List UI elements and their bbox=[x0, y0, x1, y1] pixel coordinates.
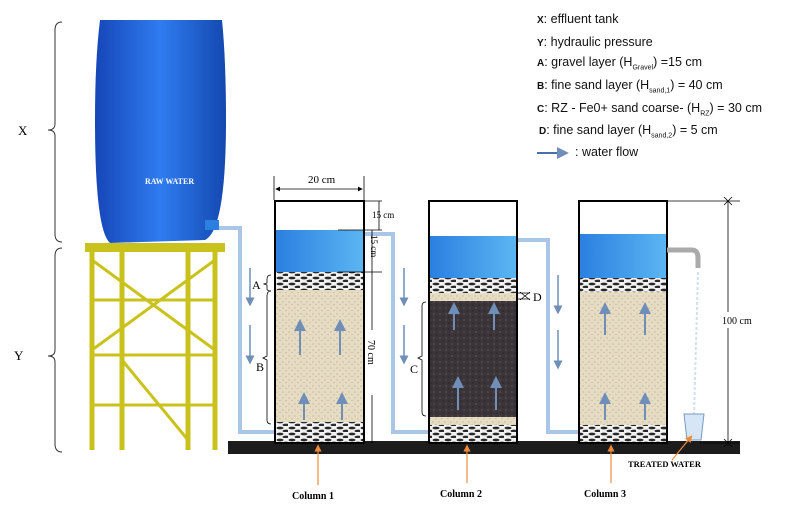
legend-text: : gravel layer (H bbox=[544, 55, 633, 69]
legend-key: Y bbox=[537, 38, 544, 49]
width-dimension-label: 20 cm bbox=[308, 174, 336, 186]
legend-text: : water flow bbox=[575, 145, 639, 159]
legend-sub: sand,2 bbox=[651, 132, 673, 140]
connecting-pipes bbox=[219, 226, 578, 434]
layer-label-a: A bbox=[252, 278, 261, 292]
column-pointer-arrows bbox=[314, 435, 693, 485]
layer-label-c: C bbox=[410, 362, 418, 376]
legend-item: : water flow bbox=[575, 145, 638, 159]
outlet-faucet bbox=[667, 247, 701, 268]
bed-height-dimension-label: 70 cm bbox=[365, 340, 376, 365]
layer-label-d: D bbox=[533, 290, 542, 304]
treated-water-label: TREATED WATER bbox=[628, 459, 702, 469]
water-head-dimension-label: 15 cm bbox=[369, 235, 379, 257]
legend-tail: ) =15 cm bbox=[653, 55, 703, 69]
tank-label: RAW WATER bbox=[145, 177, 194, 186]
column-2 bbox=[428, 200, 518, 444]
legend-sub: Gravel bbox=[632, 64, 654, 72]
legend-sub: RZ bbox=[700, 110, 710, 118]
legend-sub: sand,1 bbox=[649, 87, 671, 95]
legend-item: X: effluent tank bbox=[537, 12, 619, 26]
legend-tail: ) = 5 cm bbox=[672, 123, 718, 137]
flow-arrows-up bbox=[294, 302, 651, 420]
legend-text: : fine sand layer (H bbox=[544, 78, 650, 92]
tank-stand bbox=[85, 243, 225, 450]
legend-text: : effluent tank bbox=[543, 12, 619, 26]
legend-text: : fine sand layer (H bbox=[546, 123, 652, 137]
total-height-dimension-label: 100 cm bbox=[722, 316, 752, 327]
column-1-label: Column 1 bbox=[292, 491, 334, 502]
brace-x bbox=[47, 21, 63, 243]
tank-outlet-valve bbox=[205, 220, 219, 230]
legend-text: : hydraulic pressure bbox=[543, 35, 653, 49]
flow-arrows-down bbox=[245, 268, 563, 370]
legend-tail: ) = 30 cm bbox=[709, 101, 762, 115]
legend-key: D bbox=[539, 126, 547, 137]
layer-label-b: B bbox=[256, 360, 264, 374]
brace-y-label: Y bbox=[14, 348, 24, 363]
collection-glass bbox=[683, 413, 705, 441]
legend-key: X bbox=[537, 15, 544, 26]
column-3-label: Column 3 bbox=[584, 489, 626, 500]
legend-key: B bbox=[537, 81, 545, 92]
brace-x-label: X bbox=[18, 123, 28, 138]
legend-item: C: RZ - Fe0+ sand coarse- (HRZ) = 30 cm bbox=[537, 101, 762, 118]
legend-text: : RZ - Fe0+ sand coarse- (H bbox=[544, 101, 701, 115]
legend-item: D: fine sand layer (Hsand,2) = 5 cm bbox=[539, 123, 718, 140]
legend-item: A: gravel layer (HGravel) =15 cm bbox=[537, 55, 702, 72]
legend-key: A bbox=[537, 58, 545, 69]
treated-water-stream bbox=[693, 271, 699, 416]
column-1 bbox=[274, 200, 365, 444]
brace-y bbox=[47, 247, 63, 453]
column-3 bbox=[578, 200, 668, 444]
dimension-lines bbox=[262, 176, 740, 448]
legend-item: B: fine sand layer (Hsand,1) = 40 cm bbox=[537, 78, 723, 95]
legend-key: C bbox=[537, 104, 545, 115]
column-2-label: Column 2 bbox=[440, 489, 482, 500]
legend-tail: ) = 40 cm bbox=[670, 78, 723, 92]
legend-item: Y: hydraulic pressure bbox=[537, 35, 653, 49]
raw-water-tank bbox=[95, 20, 226, 243]
freeboard-dimension-label: 15 cm bbox=[372, 210, 394, 220]
